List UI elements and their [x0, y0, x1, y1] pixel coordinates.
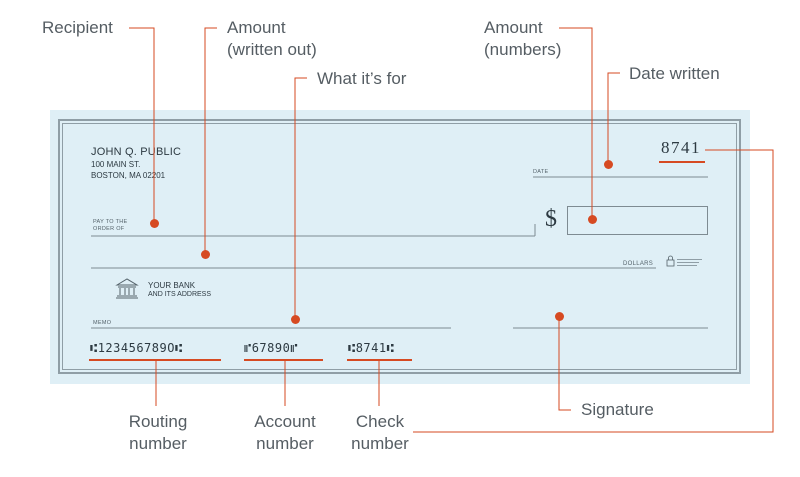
label-recipient: Recipient	[42, 18, 113, 37]
label-what-for: What it’s for	[317, 69, 407, 88]
check-background	[50, 110, 750, 384]
payer-name: JOHN Q. PUBLIC	[91, 146, 182, 158]
what-for-leader	[294, 77, 307, 319]
label-check-2: number	[351, 434, 409, 453]
amount-numbers-leader	[559, 27, 593, 219]
bank-building-icon	[115, 278, 139, 299]
what-for-dot	[290, 314, 300, 324]
label-signature: Signature	[581, 400, 654, 419]
account-micr: ⑈67890⑈	[244, 341, 299, 355]
label-amount-written-1: Amount	[227, 18, 286, 37]
date-leader	[607, 72, 620, 164]
amount-written-leader	[204, 27, 217, 254]
check-number-top: 8741	[661, 138, 701, 157]
date-dot	[603, 159, 613, 169]
label-account-2: number	[256, 434, 314, 453]
label-account-1: Account	[254, 412, 316, 431]
check-border-inner	[62, 123, 737, 370]
pay-to-label-2: ORDER OF	[93, 226, 125, 232]
security-lock-icon	[666, 255, 702, 267]
memo-label: MEMO	[93, 320, 112, 326]
signature-dot	[554, 311, 564, 321]
payer-address-line-2: BOSTON, MA 02201	[91, 171, 166, 180]
amount-numbers-dot	[587, 214, 597, 224]
dollars-label: DOLLARS	[623, 261, 654, 267]
label-amount-numbers-2: (numbers)	[484, 40, 562, 59]
label-amount-written-2: (written out)	[227, 40, 317, 59]
bank-address: AND ITS ADDRESS	[148, 291, 212, 298]
routing-micr: ⑆123456789O⑆	[90, 341, 183, 355]
label-date-written: Date written	[629, 64, 720, 83]
label-amount-numbers-1: Amount	[484, 18, 543, 37]
label-check-1: Check	[355, 412, 405, 431]
check-number-leader	[413, 149, 774, 433]
payer-address-line-1: 100 MAIN ST.	[91, 160, 141, 169]
amount-written-dot	[200, 249, 210, 259]
label-routing-2: number	[129, 434, 187, 453]
bank-name: YOUR BANK	[148, 281, 196, 290]
check-border-outer	[58, 119, 741, 374]
date-label: DATE	[533, 169, 549, 175]
signature-leader	[558, 316, 571, 411]
recipient-dot	[149, 218, 159, 228]
label-routing-1: Routing	[128, 412, 188, 431]
check-number-micr: ⑆8741⑆	[348, 341, 395, 355]
recipient-leader	[129, 27, 155, 223]
dollar-sign: $	[545, 206, 557, 232]
amount-box	[567, 206, 708, 235]
pay-to-label-1: PAY TO THE	[93, 219, 128, 225]
